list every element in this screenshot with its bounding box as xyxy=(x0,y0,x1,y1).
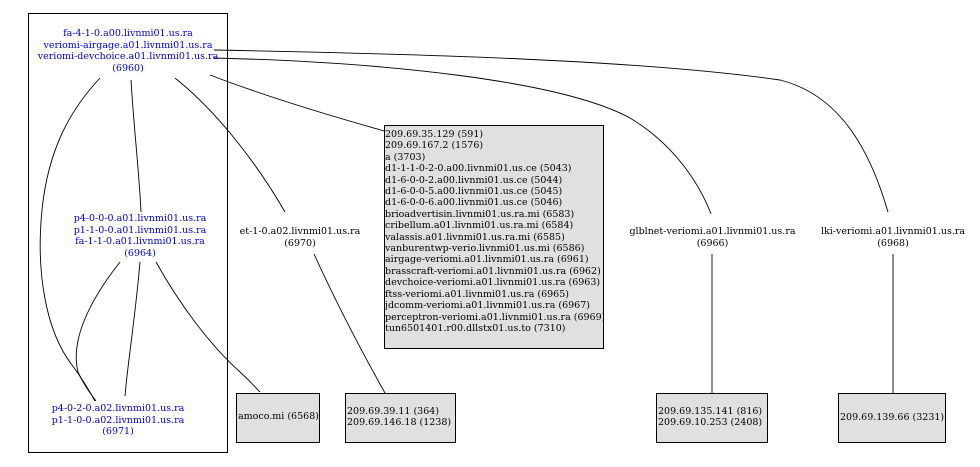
node-6964-line-2: p1-1-0-0.a01.livnmi01.us.ra xyxy=(73,224,207,236)
node-6970-line-2: (6970) xyxy=(284,237,316,249)
list-item: airgage-veriomi.a01.livnmi01.us.ra (6961… xyxy=(385,254,589,266)
node-6960[interactable]: fa-4-1-0.a00.livnmi01.us.ra veriomi-airg… xyxy=(30,28,226,74)
box-6970-addresses[interactable]: 209.69.39.11 (364) 209.69.146.18 (1238) xyxy=(345,393,456,443)
node-6971-line-3: (6971) xyxy=(102,426,134,437)
node-6968-line-1: lki-veriomi.a01.livnmi01.us.ra xyxy=(820,226,966,237)
node-6964-line-3: fa-1-1-0.a01.livnmi01.us.ra xyxy=(75,236,205,247)
box-6966-line-2: 209.69.10.253 (2408) xyxy=(658,417,763,429)
list-item: tun6501401.r00.dllstx01.us.to (7310) xyxy=(385,322,566,334)
list-item: perceptron-veriomi.a01.livnmi01.us.ra (6… xyxy=(385,311,604,323)
node-6968-line-2: (6968) xyxy=(877,237,909,249)
node-6966[interactable]: glblnet-veriomi.a01.livnmi01.us.ra (6966… xyxy=(615,226,810,249)
box-6968-addresses[interactable]: 209.69.139.66 (3231) xyxy=(838,393,946,443)
list-item: brasscraft-veriomi.a01.livnmi01.us.ra (6… xyxy=(385,265,601,277)
box-6970-line-2: 209.69.146.18 (1238) xyxy=(347,417,452,429)
box-6970-line-1: 209.69.39.11 (364) xyxy=(347,406,440,417)
list-item: d1-1-1-0-2-0.a00.livnmi01.us.ce (5043) xyxy=(385,163,572,175)
node-6970[interactable]: et-1-0.a02.livnmi01.us.ra (6970) xyxy=(230,226,370,249)
box-6966-addresses[interactable]: 209.69.135.141 (816) 209.69.10.253 (2408… xyxy=(656,393,768,443)
list-item: d1-6-0-0-6.a00.livnmi01.us.ce (5046) xyxy=(385,197,563,209)
edge-6960-6966 xyxy=(213,57,712,215)
edge-6960-6964 xyxy=(130,79,142,213)
node-6960-line-3: veriomi-devchoice.a01.livnmi01.us.ra xyxy=(37,51,219,62)
big-list-box[interactable]: 209.69.35.129 (591) 209.69.167.2 (1576) … xyxy=(384,125,604,349)
edge-6964-6971 xyxy=(124,261,141,397)
edge-6960-6968 xyxy=(213,49,889,213)
list-item: 209.69.35.129 (591) xyxy=(385,129,484,140)
amoco-line: amoco.mi (6568) xyxy=(238,411,319,422)
node-6966-line-2: (6966) xyxy=(696,237,729,249)
node-6971-line-2: p1-1-0-0.a02.livnmi01.us.ra xyxy=(51,414,185,426)
node-6960-line-1: fa-4-1-0.a00.livnmi01.us.ra xyxy=(63,28,193,39)
edge-6964-amoco xyxy=(155,261,261,393)
node-6960-line-2: veriomi-airgage.a01.livnmi01.us.ra xyxy=(43,39,213,51)
node-6964-line-4: (6964) xyxy=(124,247,156,259)
edge-6970-box xyxy=(313,253,386,394)
node-6964[interactable]: p4-0-0-0.a01.livnmi01.us.ra p1-1-0-0.a01… xyxy=(40,213,240,259)
box-6968-line-1: 209.69.139.66 (3231) xyxy=(840,412,945,423)
box-6966-line-1: 209.69.135.141 (816) xyxy=(658,406,763,417)
list-item: brioadvertisin.livnmi01.us.ra.mi (6583) xyxy=(385,208,575,220)
amoco-box[interactable]: amoco.mi (6568) xyxy=(236,393,320,443)
node-6964-line-1: p4-0-0-0.a01.livnmi01.us.ra xyxy=(73,213,207,224)
list-item: a (3703) xyxy=(385,151,426,163)
edge-6960-biglist xyxy=(209,74,389,133)
node-6971[interactable]: p4-0-2-0.a02.livnmi01.us.ra p1-1-0-0.a02… xyxy=(30,403,206,438)
list-item: 209.69.167.2 (1576) xyxy=(385,140,484,152)
edge-6960-6970 xyxy=(174,77,286,213)
list-item: cribellum.a01.livnmi01.us.ra.mi (6584) xyxy=(385,220,574,232)
node-6966-line-1: glblnet-veriomi.a01.livnmi01.us.ra xyxy=(629,226,796,237)
router-cluster xyxy=(28,13,228,453)
list-item: jdcomm-veriomi.a01.livnmi01.us.ra (6967) xyxy=(385,300,590,312)
edge-6964-6971-second xyxy=(75,261,121,402)
list-item: valassis.a01.livnmi01.us.ra.mi (6585) xyxy=(385,231,565,243)
list-item: devchoice-veriomi.a01.livnmi01.us.ra (69… xyxy=(385,277,601,289)
node-6968[interactable]: lki-veriomi.a01.livnmi01.us.ra (6968) xyxy=(812,226,974,249)
list-item: ftss-veriomi.a01.livnmi01.us.ra (6965) xyxy=(385,288,569,300)
list-item: d1-6-0-0-2.a00.livnmi01.us.ce (5044) xyxy=(385,174,563,186)
node-6960-line-4: (6960) xyxy=(112,62,144,74)
node-6971-line-1: p4-0-2-0.a02.livnmi01.us.ra xyxy=(51,403,185,414)
list-item: d1-6-0-0-5.a00.livnmi01.us.ce (5045) xyxy=(385,186,563,198)
node-6970-line-1: et-1-0.a02.livnmi01.us.ra xyxy=(239,226,361,237)
list-item: vanburentwp-verio.livnmi01.us.mi (6586) xyxy=(385,243,585,255)
